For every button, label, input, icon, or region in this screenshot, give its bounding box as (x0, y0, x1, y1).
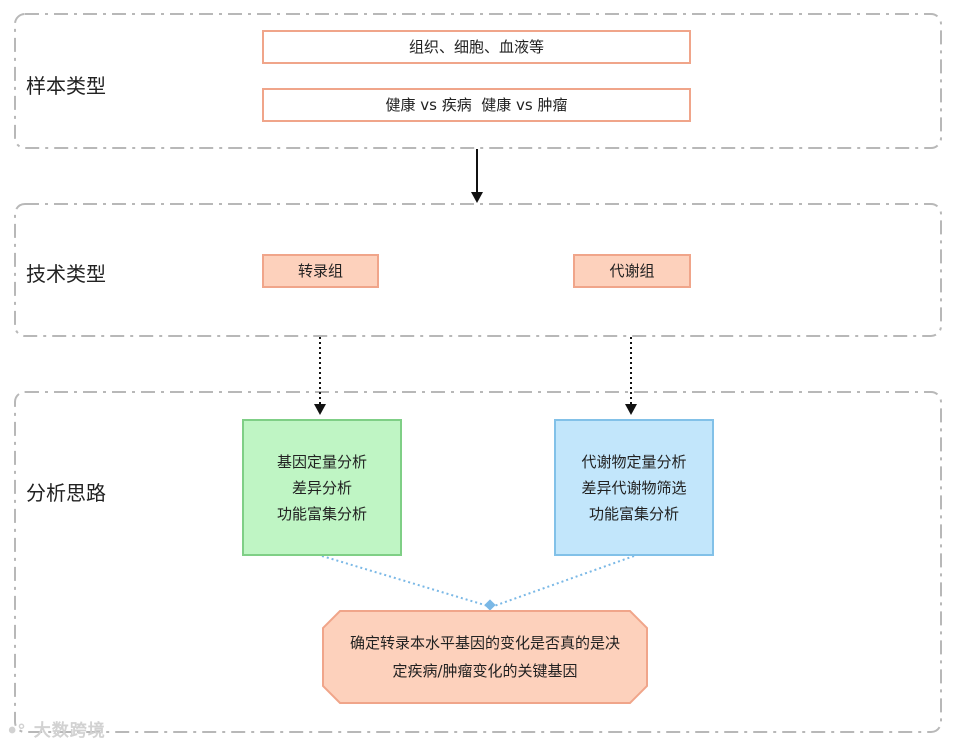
section-label-sample: 样本类型 (26, 74, 106, 98)
analysis-metabolome-line: 功能富集分析 (588, 504, 679, 523)
sample-tissue-text: 组织、细胞、血液等 (408, 38, 544, 56)
conclusion-octagon: 确定转录本水平基因的变化是否真的是决 定疾病/肿瘤变化的关键基因 (322, 610, 648, 704)
tech-transcriptome-box: 转录组 (262, 254, 379, 288)
tech-metabolome-box: 代谢组 (573, 254, 691, 288)
analysis-metabolome-box: 代谢物定量分析 差异代谢物筛选 功能富集分析 (554, 419, 714, 556)
analysis-metabolome-line: 差异代谢物筛选 (581, 478, 687, 497)
analysis-transcriptome-box: 基因定量分析 差异分析 功能富集分析 (242, 419, 402, 556)
conclusion-octagon-shape (322, 610, 648, 704)
arrow-transcriptome-to-analysis-head (314, 404, 326, 415)
section-label-tech: 技术类型 (26, 262, 106, 286)
panel-analysis-border (14, 391, 942, 733)
analysis-transcriptome-line: 差异分析 (291, 478, 352, 497)
watermark-text: 大数跨境 (33, 721, 106, 741)
analysis-transcriptome-line: 基因定量分析 (276, 452, 367, 471)
link-transcriptome-analysis-to-conclusion (321, 555, 489, 607)
sample-comparison-box: 健康 vs 疾病 健康 vs 肿瘤 (262, 88, 691, 122)
analysis-metabolome-line: 代谢物定量分析 (581, 452, 687, 471)
tech-metabolome-text: 代谢组 (609, 262, 655, 280)
sample-tissue-box: 组织、细胞、血液等 (262, 30, 691, 64)
sample-comparison-text: 健康 vs 疾病 健康 vs 肿瘤 (385, 96, 568, 114)
conclusion-line: 定疾病/肿瘤变化的关键基因 (392, 662, 578, 680)
analysis-transcriptome-line: 功能富集分析 (276, 504, 367, 523)
link-metabolome-analysis-to-conclusion (493, 555, 635, 607)
panel-sample-border (14, 13, 942, 149)
conclusion-line: 确定转录本水平基因的变化是否真的是决 (349, 634, 620, 652)
tech-transcriptome-text: 转录组 (297, 262, 343, 280)
merge-diamond (484, 599, 496, 611)
arrow-sample-to-tech-head (471, 192, 483, 203)
watermark: ꔷ° 大数跨境 (8, 716, 106, 741)
panel-tech-border (14, 203, 942, 337)
section-label-analysis: 分析思路 (26, 481, 106, 505)
arrow-metabolome-to-analysis-head (625, 404, 637, 415)
watermark-logo-icon: ꔷ° (8, 721, 27, 741)
